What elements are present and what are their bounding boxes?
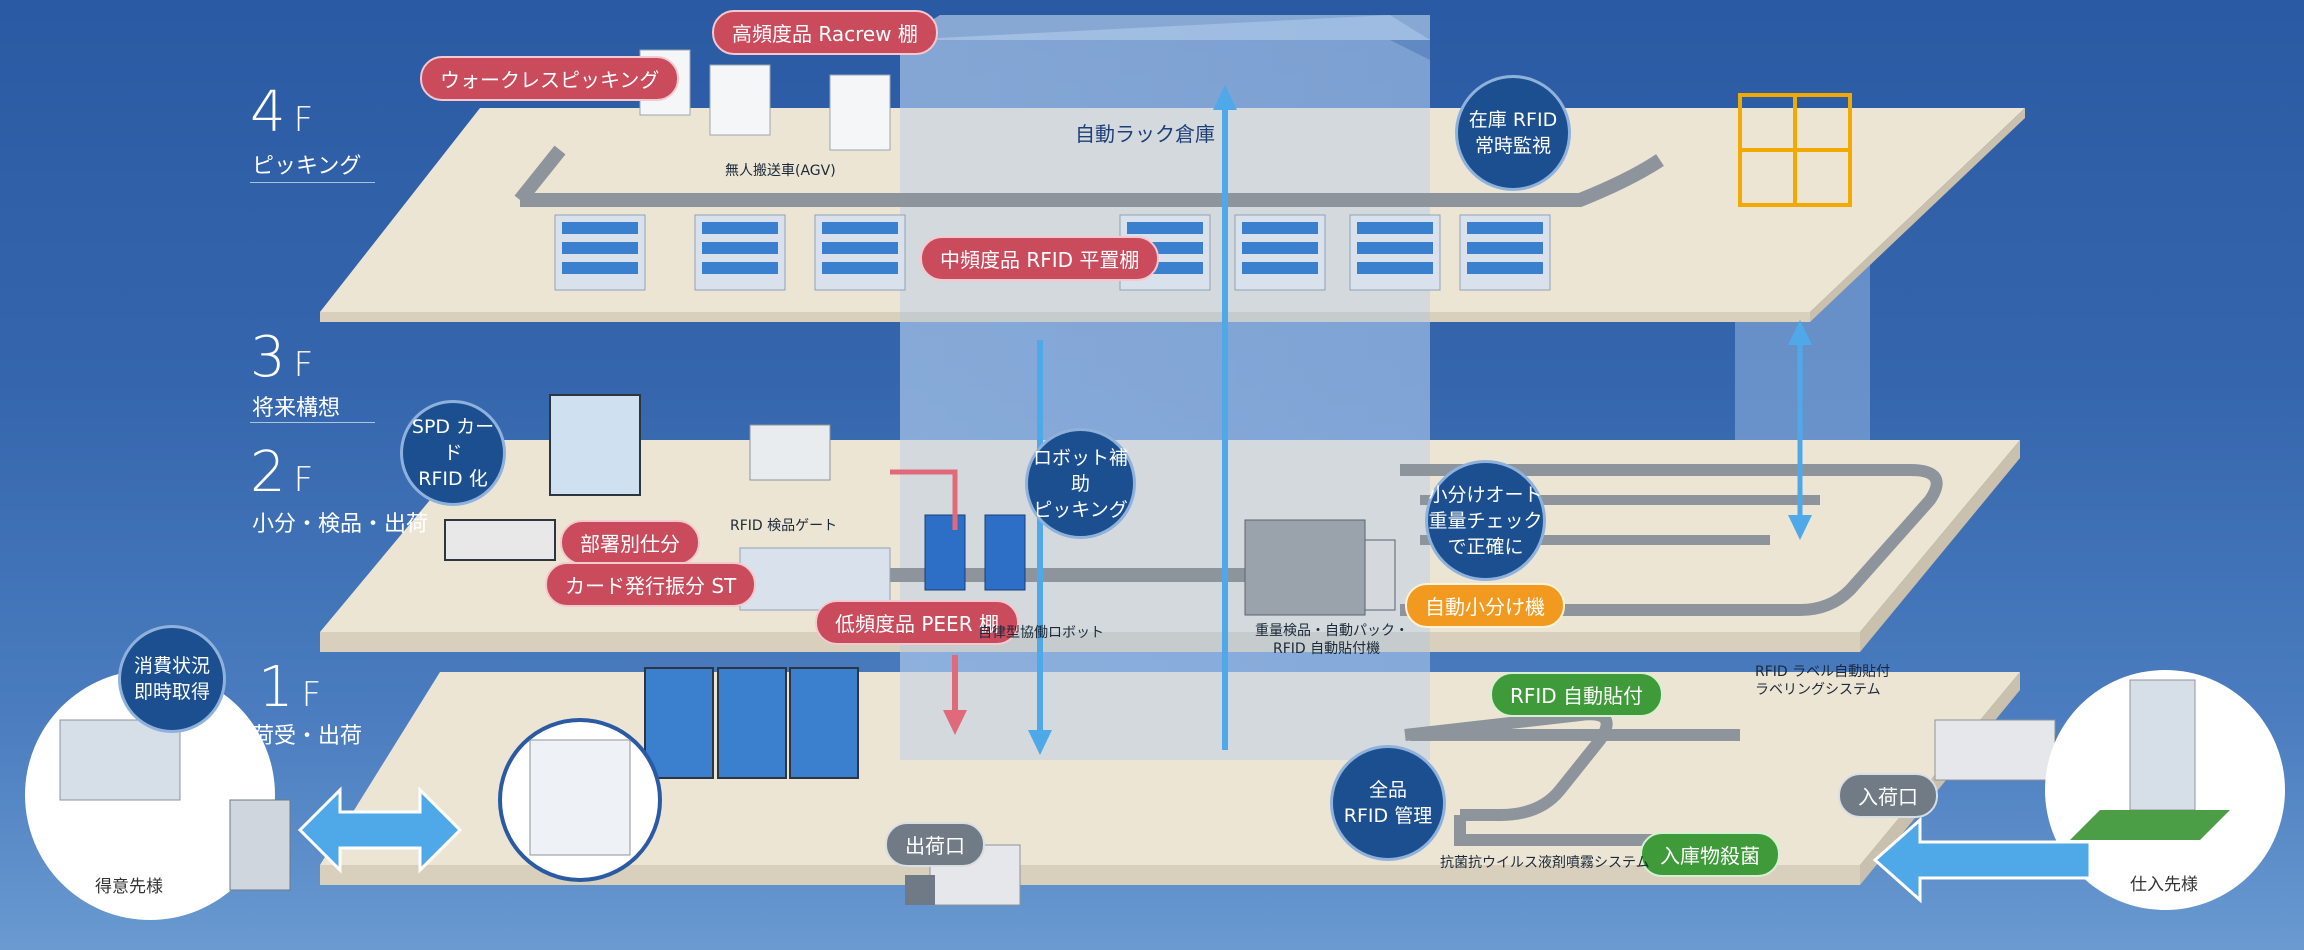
vertical-arrows bbox=[890, 85, 1812, 755]
floor-1-desc: 荷受・出荷 bbox=[252, 724, 363, 749]
auto-rack-label: 自動ラック倉庫 bbox=[1075, 122, 1215, 146]
antivirus-label: 抗菌抗ウイルス液剤噴霧システム bbox=[1440, 855, 1650, 871]
mid-freq-pill: 中頻度品 RFID 平置棚 bbox=[920, 236, 1160, 281]
dept-sort-pill: 部署別仕分 bbox=[560, 520, 700, 565]
customer-label: 得意先様 bbox=[95, 877, 163, 897]
supplier-endpoint bbox=[2045, 670, 2285, 910]
high-freq-pill: 高頻度品 Racrew 棚 bbox=[712, 10, 938, 55]
supplier-flow-arrow bbox=[1872, 816, 2092, 904]
autonomous-robots bbox=[924, 514, 1026, 591]
floor-4-conveyor bbox=[514, 145, 1664, 207]
floor-2-cages bbox=[444, 394, 641, 561]
agv-label: 無人搬送車(AGV) bbox=[725, 163, 836, 179]
weight-check-label: 重量検品・自動パック・RFID 自動貼付機 bbox=[1255, 623, 1409, 657]
customer-flow-arrow bbox=[297, 786, 463, 874]
rfid-gate-machine bbox=[749, 424, 831, 481]
floor-4-desc: ピッキング bbox=[252, 154, 362, 179]
auto-divide-pill: 自動小分け機 bbox=[1405, 583, 1565, 628]
ship-pill: 出荷口 bbox=[885, 822, 985, 867]
rfid-auto-pill: RFID 自動貼付 bbox=[1490, 672, 1664, 717]
sterilize-pill: 入庫物殺菌 bbox=[1640, 832, 1780, 877]
walkless-pill: ウォークレスピッキング bbox=[420, 56, 680, 101]
customer-endpoint bbox=[25, 670, 291, 920]
consumption-circle: 消費状況即時取得 bbox=[118, 625, 226, 733]
rfid-gate-label: RFID 検品ゲート bbox=[730, 518, 838, 534]
receive-pill: 入荷口 bbox=[1838, 773, 1938, 818]
floor-4-rule bbox=[250, 182, 375, 183]
low-freq-pill: 低頻度品 PEER 棚 bbox=[815, 600, 1019, 645]
label-system-label: RFID ラベル自動貼付ラベリングシステム bbox=[1755, 664, 1891, 698]
autonomous-robot-label: 自律型協働ロボット bbox=[978, 625, 1104, 641]
floor-1-cages bbox=[644, 667, 859, 779]
racrew-station bbox=[1738, 93, 1852, 207]
package-inset bbox=[498, 718, 662, 882]
robot-assist-circle: ロボット補助ピッキング bbox=[1025, 428, 1136, 539]
floor-3-rule bbox=[250, 422, 375, 423]
auto-divide-circle: 小分けオート重量チェックで正確に bbox=[1425, 460, 1546, 581]
card-issue-pill: カード発行振分 ST bbox=[545, 562, 757, 607]
floor-4-shelves bbox=[554, 214, 1551, 291]
supplier-label: 仕入先様 bbox=[2130, 875, 2198, 895]
peer-shelf bbox=[739, 547, 891, 611]
auto-pack-machine bbox=[1244, 519, 1396, 616]
floor-2-desc: 小分・検品・出荷 bbox=[252, 512, 429, 537]
floor-3-desc: 将来構想 bbox=[252, 396, 341, 421]
